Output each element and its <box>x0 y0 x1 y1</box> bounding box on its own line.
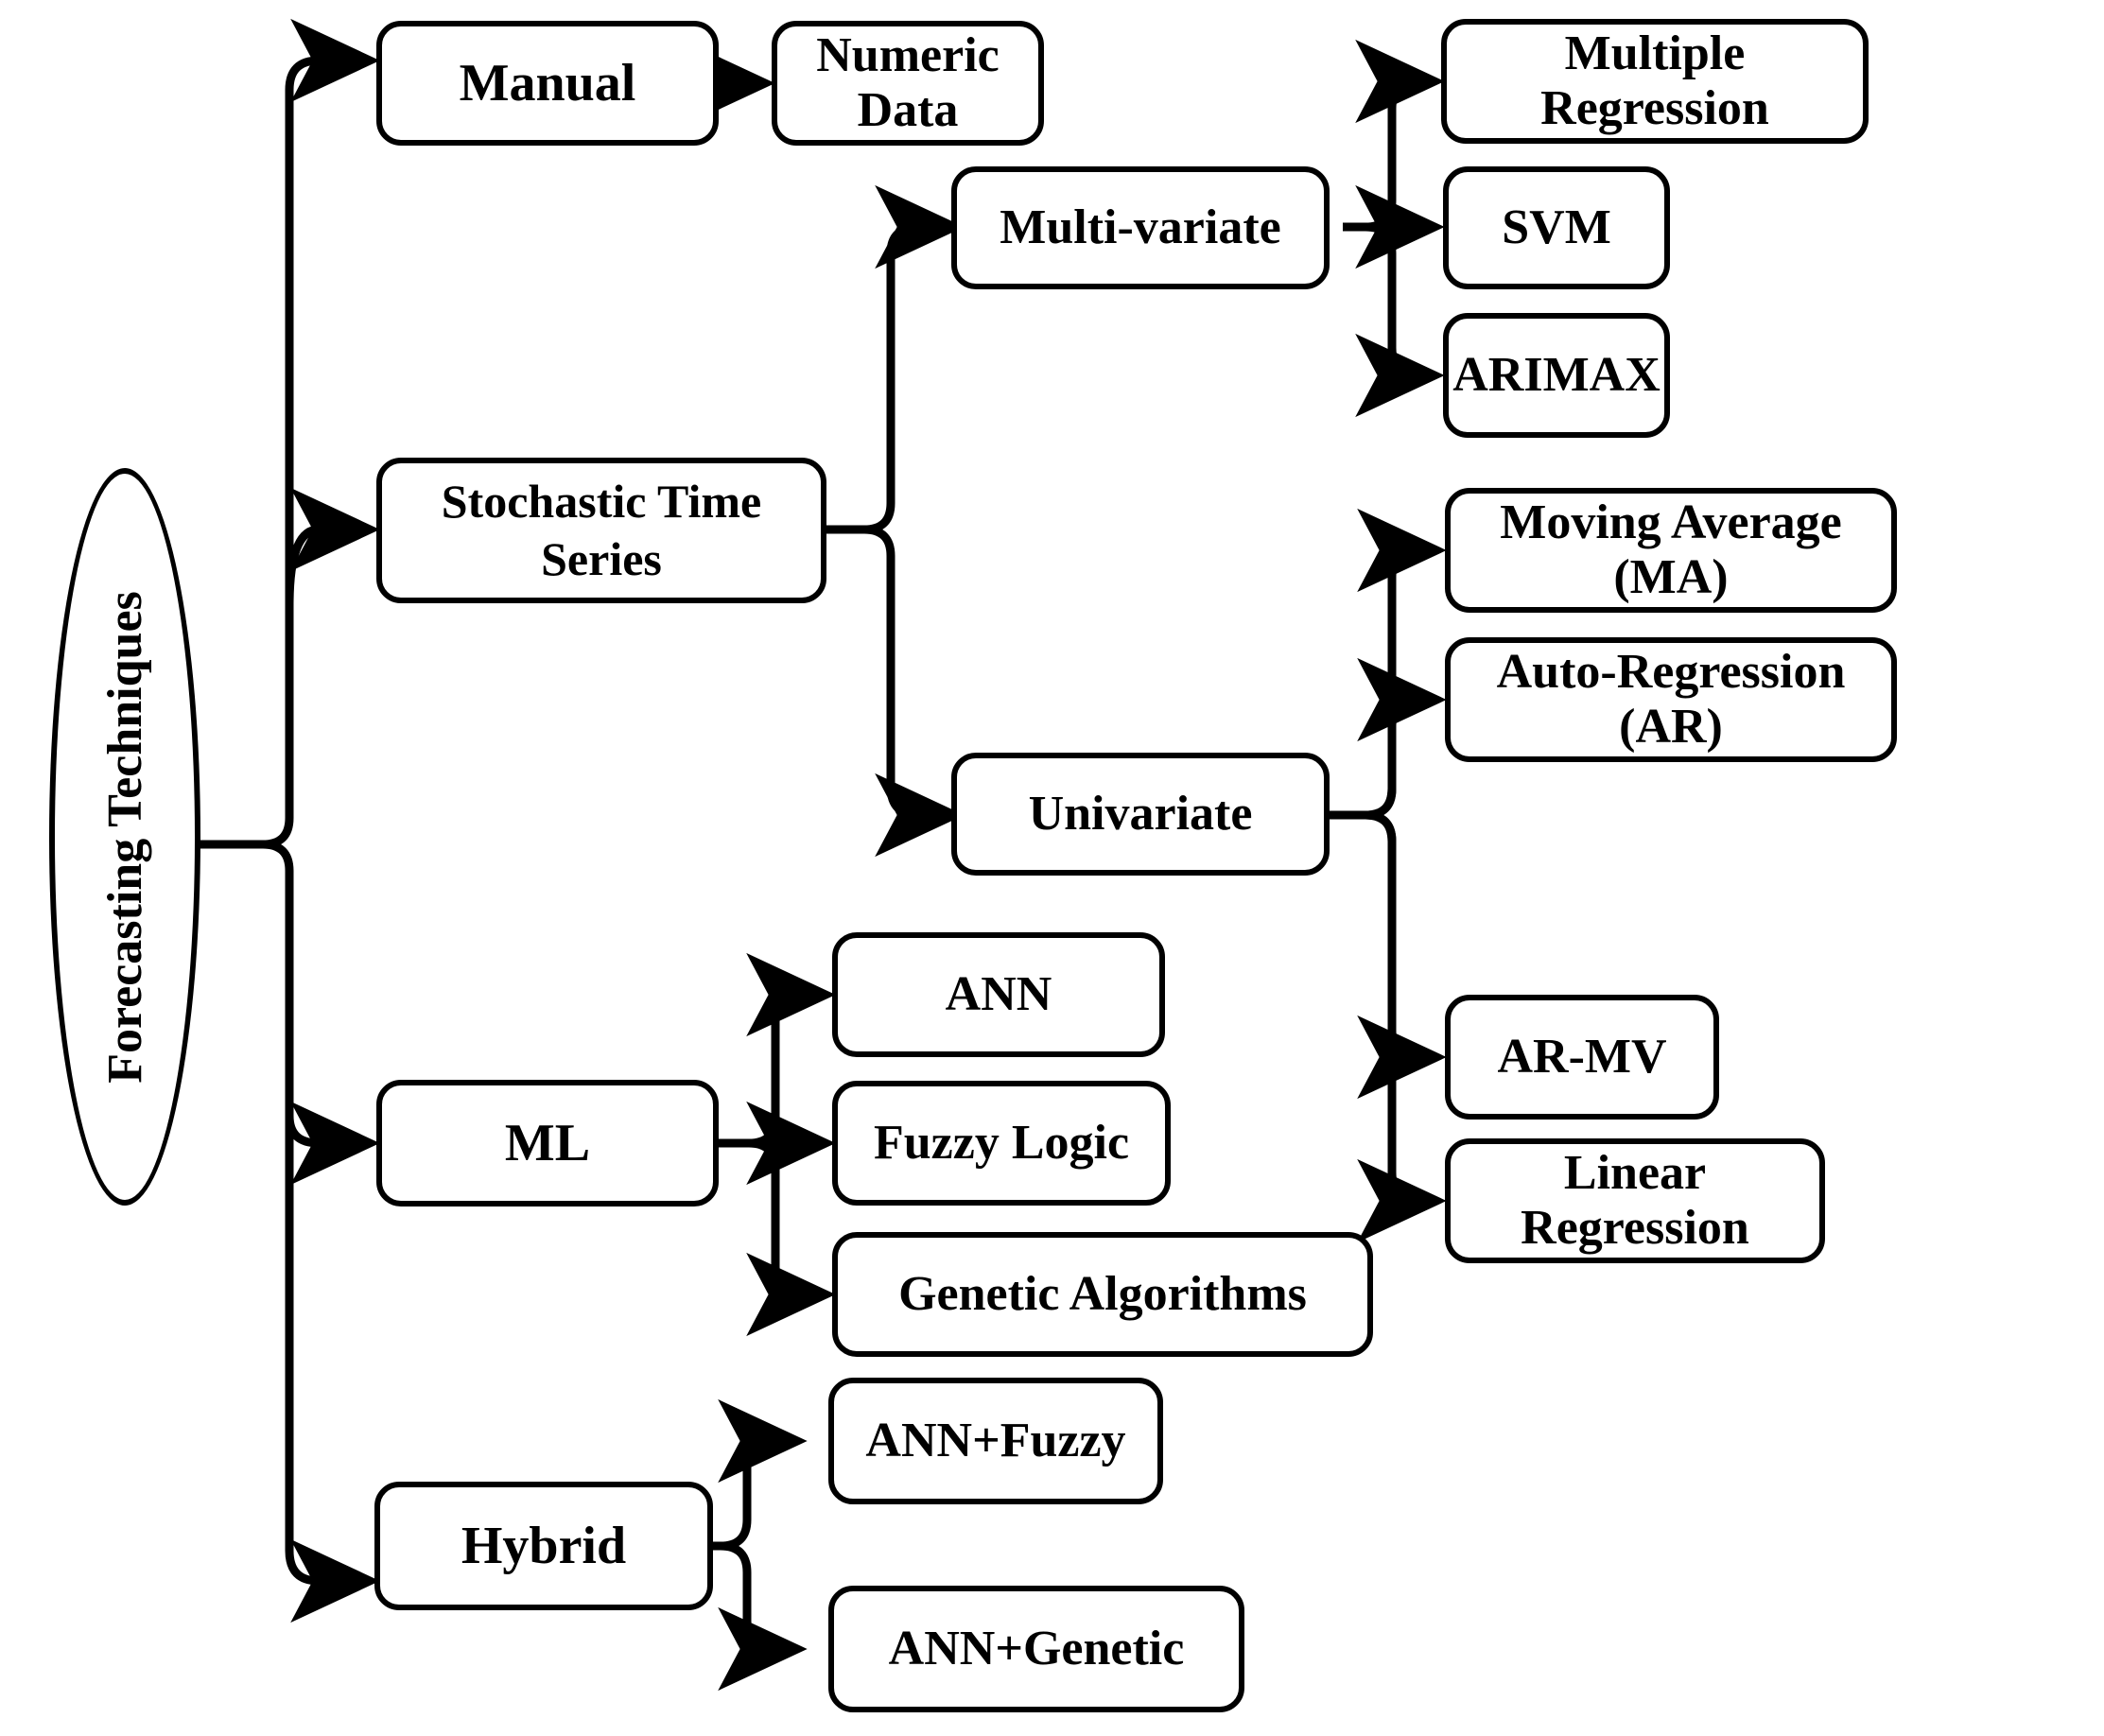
node-stochastic-time-series[interactable]: Stochastic Time Series <box>376 458 826 603</box>
node-auto-regression[interactable]: Auto-Regression (AR) <box>1445 637 1897 762</box>
edge-univariate-to-linear-regression <box>1357 810 1447 1243</box>
root-node-label: Forecasting Techniques <box>97 590 152 1084</box>
node-ml[interactable]: ML <box>376 1080 719 1207</box>
node-multi-variate[interactable]: Multi-variate <box>951 166 1330 289</box>
node-ann-label: ANN <box>945 966 1052 1021</box>
edge-stochastic-to-univariate <box>863 525 965 858</box>
node-ann-fuzzy[interactable]: ANN+Fuzzy <box>828 1378 1163 1504</box>
node-multi-variate-label: Multi-variate <box>1000 200 1281 254</box>
node-genetic-algorithms-label: Genetic Algorithms <box>898 1266 1307 1321</box>
edge-root-to-manual <box>262 18 380 849</box>
node-linear-regression-label: Linear Regression <box>1521 1145 1749 1255</box>
node-multiple-regression-label: Multiple Regression <box>1540 26 1769 135</box>
node-multiple-regression[interactable]: Multiple Regression <box>1441 19 1869 144</box>
edge-hybrid-to-ann-genetic <box>718 1541 808 1692</box>
node-ann-genetic-label: ANN+Genetic <box>888 1621 1185 1675</box>
node-fuzzy-logic-label: Fuzzy Logic <box>873 1115 1130 1170</box>
node-univariate-label: Univariate <box>1028 786 1253 841</box>
node-svm[interactable]: SVM <box>1443 166 1670 289</box>
edge-multivariate-to-multiple-regression <box>1355 39 1445 232</box>
node-arimax[interactable]: ARIMAX <box>1443 313 1670 438</box>
node-stochastic-line2: Series <box>541 532 662 585</box>
node-numeric-data[interactable]: Numeric Data <box>772 21 1044 146</box>
edge-root-to-ml <box>285 1101 380 1186</box>
edge-multivariate-to-arimax <box>1355 222 1445 418</box>
node-ann-genetic[interactable]: ANN+Genetic <box>828 1586 1244 1712</box>
node-arimax-label: ARIMAX <box>1452 347 1661 402</box>
node-svm-label: SVM <box>1502 200 1611 254</box>
edge-root-to-stochastic <box>285 487 380 606</box>
node-ann[interactable]: ANN <box>832 932 1165 1057</box>
edge-univariate-to-ar-mv <box>1357 810 1447 1100</box>
edge-ml-to-ann <box>746 952 836 1148</box>
node-stochastic-line1: Stochastic Time <box>441 475 762 528</box>
root-node-forecasting-techniques[interactable]: Forecasting Techniques <box>49 468 200 1206</box>
edge-root-to-hybrid <box>262 840 380 1623</box>
node-moving-average[interactable]: Moving Average (MA) <box>1445 488 1897 613</box>
edge-hybrid-to-ann-fuzzy <box>718 1398 808 1551</box>
node-genetic-algorithms[interactable]: Genetic Algorithms <box>832 1232 1373 1357</box>
node-moving-average-label: Moving Average (MA) <box>1500 495 1842 604</box>
node-numeric-data-label: Numeric Data <box>816 27 1000 137</box>
node-ar-mv[interactable]: AR-MV <box>1445 995 1719 1120</box>
node-ml-label: ML <box>504 1113 591 1172</box>
node-ar-mv-label: AR-MV <box>1497 1029 1667 1084</box>
edge-stochastic-to-multivariate <box>863 184 965 534</box>
node-ann-fuzzy-label: ANN+Fuzzy <box>865 1413 1126 1467</box>
node-manual-label: Manual <box>459 53 636 113</box>
edge-univariate-to-moving-average <box>1357 508 1447 820</box>
edge-univariate-to-auto-regression <box>1357 657 1447 820</box>
node-hybrid-label: Hybrid <box>461 1516 627 1575</box>
node-auto-regression-label: Auto-Regression (AR) <box>1496 644 1846 754</box>
node-fuzzy-logic[interactable]: Fuzzy Logic <box>832 1081 1171 1206</box>
node-linear-regression[interactable]: Linear Regression <box>1445 1138 1825 1263</box>
node-univariate[interactable]: Univariate <box>951 753 1330 876</box>
edge-ml-to-genetic-algorithms <box>746 1138 836 1337</box>
node-manual[interactable]: Manual <box>376 21 719 146</box>
node-hybrid[interactable]: Hybrid <box>374 1482 713 1610</box>
